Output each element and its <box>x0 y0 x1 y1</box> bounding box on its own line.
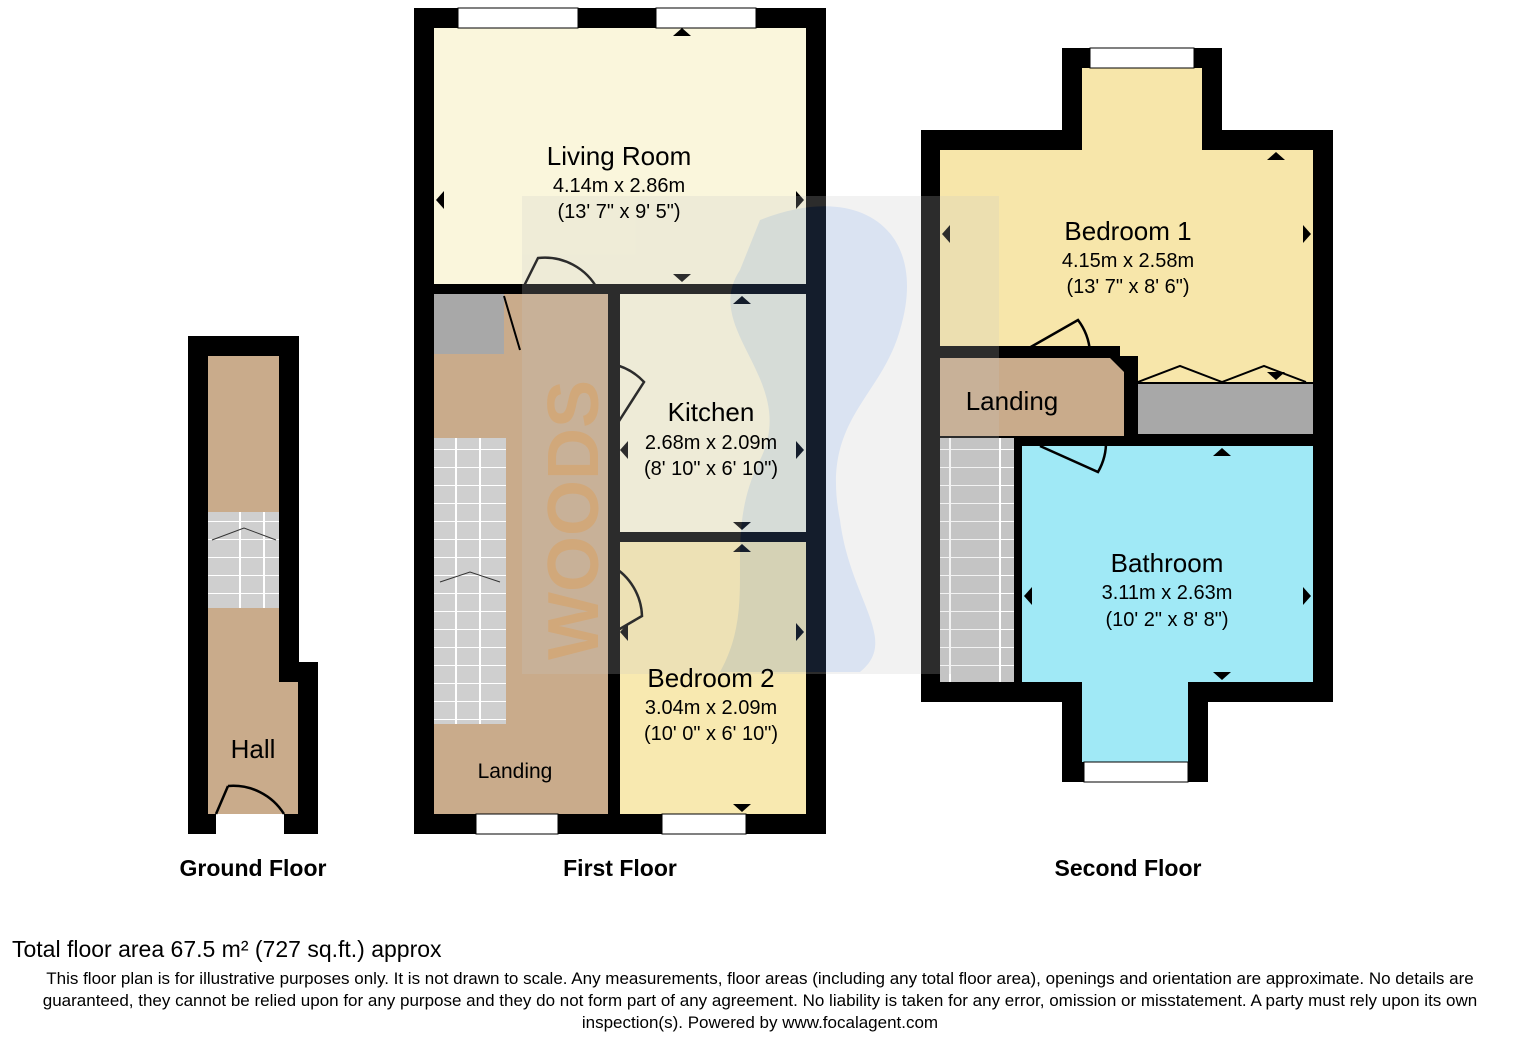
living-room-imperial: (13' 7" x 9' 5") <box>558 201 681 223</box>
first-stairs <box>434 438 506 724</box>
kitchen-metric: 2.68m x 2.09m <box>645 432 777 454</box>
front-door[interactable] <box>216 814 284 834</box>
second-floor-label: Second Floor <box>1055 855 1202 881</box>
bedroom-1-room <box>940 68 1313 382</box>
kitchen-imperial: (8' 10" x 6' 10") <box>644 458 778 480</box>
second-stairs <box>940 438 1014 682</box>
hall-label: Hall <box>231 734 276 764</box>
total-floor-area: Total floor area 67.5 m² (727 sq.ft.) ap… <box>12 936 442 962</box>
first-floor-plan <box>414 7 826 835</box>
bedroom-1-metric: 4.15m x 2.58m <box>1062 250 1194 272</box>
bedroom-1-imperial: (13' 7" x 8' 6") <box>1067 276 1190 298</box>
bedroom-2-imperial: (10' 0" x 6' 10") <box>644 723 778 745</box>
window <box>655 7 757 29</box>
window <box>1083 761 1189 783</box>
living-room-name: Living Room <box>547 141 692 171</box>
second-landing-label: Landing <box>966 386 1059 416</box>
living-room <box>434 28 806 284</box>
bathroom-metric: 3.11m x 2.63m <box>1102 582 1233 604</box>
bathroom-name: Bathroom <box>1111 548 1224 578</box>
ground-stairs <box>208 512 279 608</box>
watermark-text: WOODS <box>534 380 614 660</box>
bedroom-2-room <box>620 542 806 814</box>
bedroom-2-name: Bedroom 2 <box>647 663 774 693</box>
disclaimer-text: This floor plan is for illustrative purp… <box>42 969 1478 1032</box>
window <box>475 813 559 835</box>
bedroom-1-name: Bedroom 1 <box>1064 216 1191 246</box>
ground-floor-label: Ground Floor <box>180 855 327 881</box>
second-landing <box>940 358 1124 436</box>
bedroom-2-metric: 3.04m x 2.09m <box>645 697 777 719</box>
kitchen-room <box>620 294 806 532</box>
first-floor-label: First Floor <box>563 855 677 881</box>
window <box>661 813 747 835</box>
watermark-logo: WOODS <box>522 196 999 674</box>
window <box>457 7 579 29</box>
window <box>1089 47 1195 69</box>
bathroom-imperial: (10' 2" x 8' 8") <box>1106 609 1229 631</box>
second-floor-plan <box>921 47 1333 783</box>
second-cupboard <box>1138 384 1313 434</box>
first-landing-label: Landing <box>478 760 553 783</box>
bathroom-room <box>1022 446 1313 762</box>
kitchen-name: Kitchen <box>668 397 755 427</box>
ground-floor-plan <box>188 336 318 834</box>
floor-plan: WOODS Hall Living Room 4.14m x 2.86m (13… <box>180 7 1333 881</box>
living-room-metric: 4.14m x 2.86m <box>553 175 685 197</box>
first-cupboard <box>434 294 504 354</box>
